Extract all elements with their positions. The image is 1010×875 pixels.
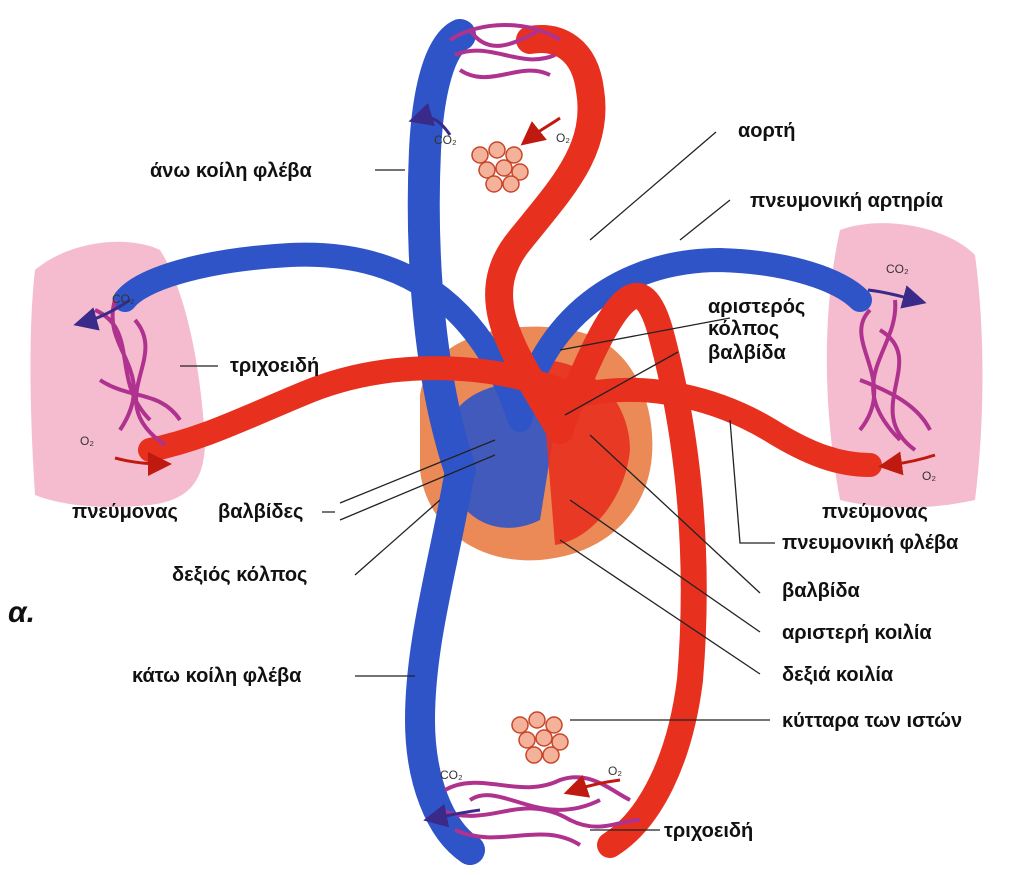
label-left-ventricle: αριστερή κοιλία	[782, 622, 932, 644]
label-superior-vena-cava: άνω κοίλη φλέβα	[150, 160, 312, 182]
label-capillaries-left: τριχοειδή	[230, 355, 319, 377]
label-left-atrium-line2: κόλπος	[708, 318, 779, 340]
label-right-ventricle: δεξιά κοιλία	[782, 664, 893, 686]
label-left-atrium-line1: αριστερός	[708, 296, 805, 318]
label-right-atrium: δεξιός κόλπος	[172, 564, 307, 586]
label-pulmonary-vein: πνευμονική φλέβα	[782, 532, 958, 554]
label-pulmonary-artery: πνευμονική αρτηρία	[750, 190, 943, 212]
label-lung-right: πνεύμονας	[822, 501, 928, 523]
label-valves: βαλβίδες	[218, 501, 303, 523]
gas-co2-left-lung: CO₂	[112, 292, 135, 306]
cell-cluster-bottom	[512, 712, 568, 763]
label-valve-bottom: βαλβίδα	[782, 580, 860, 602]
gas-co2-top: CO₂	[434, 133, 457, 147]
gas-o2-bottom: O₂	[608, 764, 622, 778]
gas-co2-right-lung: CO₂	[886, 262, 909, 276]
figure-letter: α.	[8, 596, 35, 630]
gas-o2-left-lung: O₂	[80, 434, 94, 448]
gas-co2-bottom: CO₂	[440, 768, 463, 782]
label-valve-top: βαλβίδα	[708, 342, 786, 364]
label-lung-left: πνεύμονας	[72, 501, 178, 523]
gas-o2-top: O₂	[556, 131, 570, 145]
label-inferior-vena-cava: κάτω κοίλη φλέβα	[132, 665, 301, 687]
label-capillaries-bottom: τριχοειδή	[664, 820, 753, 842]
label-tissue-cells: κύτταρα των ιστών	[782, 710, 962, 732]
gas-o2-right-lung: O₂	[922, 469, 936, 483]
cell-cluster-top	[472, 142, 528, 192]
label-aorta: αορτή	[738, 120, 795, 142]
